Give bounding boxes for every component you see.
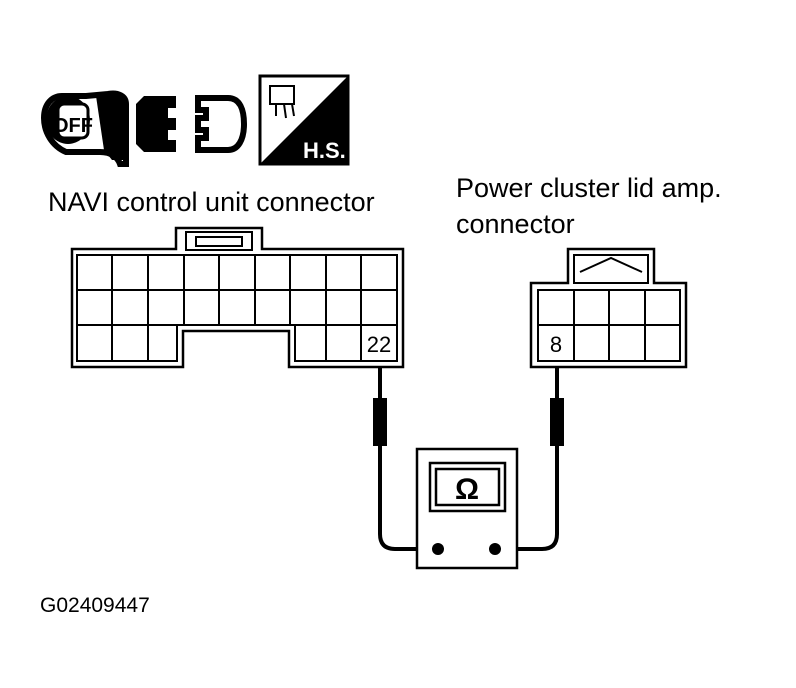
ignition-off-text: OFF (53, 115, 93, 137)
ohmmeter-icon: Ω (415, 447, 519, 570)
harness-side-icon: H.S. (258, 74, 350, 166)
power-cluster-label-line1: Power cluster lid amp. (456, 173, 722, 203)
harness-side-text: H.S. (303, 138, 346, 163)
power-cluster-lid-amp-connector: 8 (529, 247, 688, 369)
test-leads (373, 367, 564, 551)
navi-connector-label: NAVI control unit connector (48, 187, 375, 217)
navi-pin-number: 22 (367, 332, 391, 357)
ignition-key-off-icon: OFF (40, 90, 129, 167)
connector-disconnected-icon (136, 95, 248, 153)
ohm-symbol: Ω (455, 473, 479, 506)
navi-control-unit-connector: 22 (70, 226, 405, 369)
power-cluster-pin-number: 8 (550, 332, 562, 357)
power-cluster-label-line2: connector (456, 209, 575, 239)
figure-code: G02409447 (40, 594, 150, 617)
